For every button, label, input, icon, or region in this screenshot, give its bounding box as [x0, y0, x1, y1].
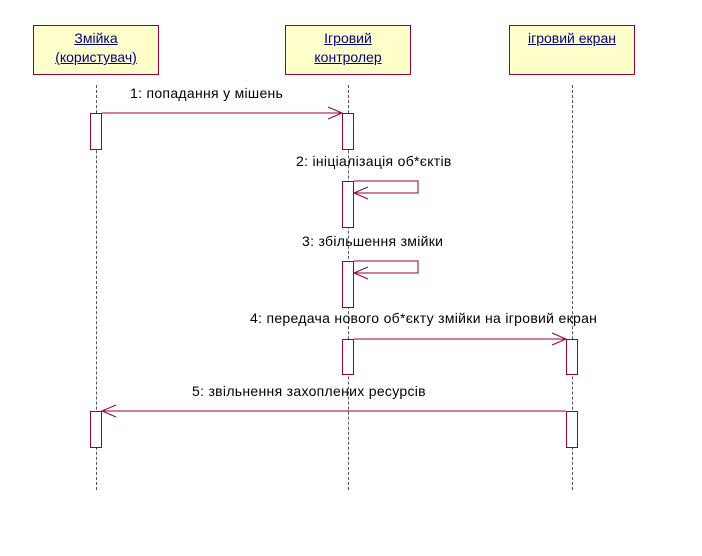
lifeline-snake — [96, 85, 97, 490]
arrowhead-message-2 — [352, 186, 369, 200]
actor-game-screen: ігровий екран — [509, 25, 635, 75]
arrowhead-message-3 — [352, 266, 369, 280]
arrowhead-message-1 — [327, 106, 344, 120]
arrowhead-message-5 — [100, 404, 117, 418]
message-5-label: 5: звільнення захоплених ресурсів — [192, 383, 426, 399]
actor-controller-line1: Ігровий — [324, 30, 372, 46]
activation-snake-2 — [90, 411, 102, 448]
actor-game-controller: Ігровий контролер — [285, 25, 411, 75]
actor-screen-name: ігровий екран — [528, 30, 616, 46]
activation-controller-1 — [342, 113, 354, 150]
arrow-message-2 — [354, 180, 419, 194]
message-3-label: 3: збільшення змійки — [302, 233, 444, 249]
activation-snake-1 — [90, 113, 102, 150]
arrowhead-message-4 — [551, 332, 568, 346]
arrow-message-3 — [354, 260, 419, 274]
message-2-label: 2: ініціалізація об*єктів — [296, 153, 452, 169]
actor-snake-user: Змійка (користувач) — [33, 25, 159, 75]
actor-controller-line2: контролер — [314, 49, 382, 65]
message-4-label: 4: передача нового об*єкту змійки на ігр… — [250, 310, 598, 326]
actor-snake-role: (користувач) — [55, 49, 137, 65]
activation-screen-1 — [566, 339, 578, 375]
message-1-label: 1: попадання у мішень — [130, 85, 284, 101]
actor-snake-name: Змійка — [74, 30, 118, 46]
activation-screen-2 — [566, 411, 578, 448]
activation-controller-3 — [342, 261, 354, 308]
activation-controller-2 — [342, 181, 354, 228]
activation-controller-4 — [342, 339, 354, 375]
lifeline-screen — [572, 85, 573, 490]
